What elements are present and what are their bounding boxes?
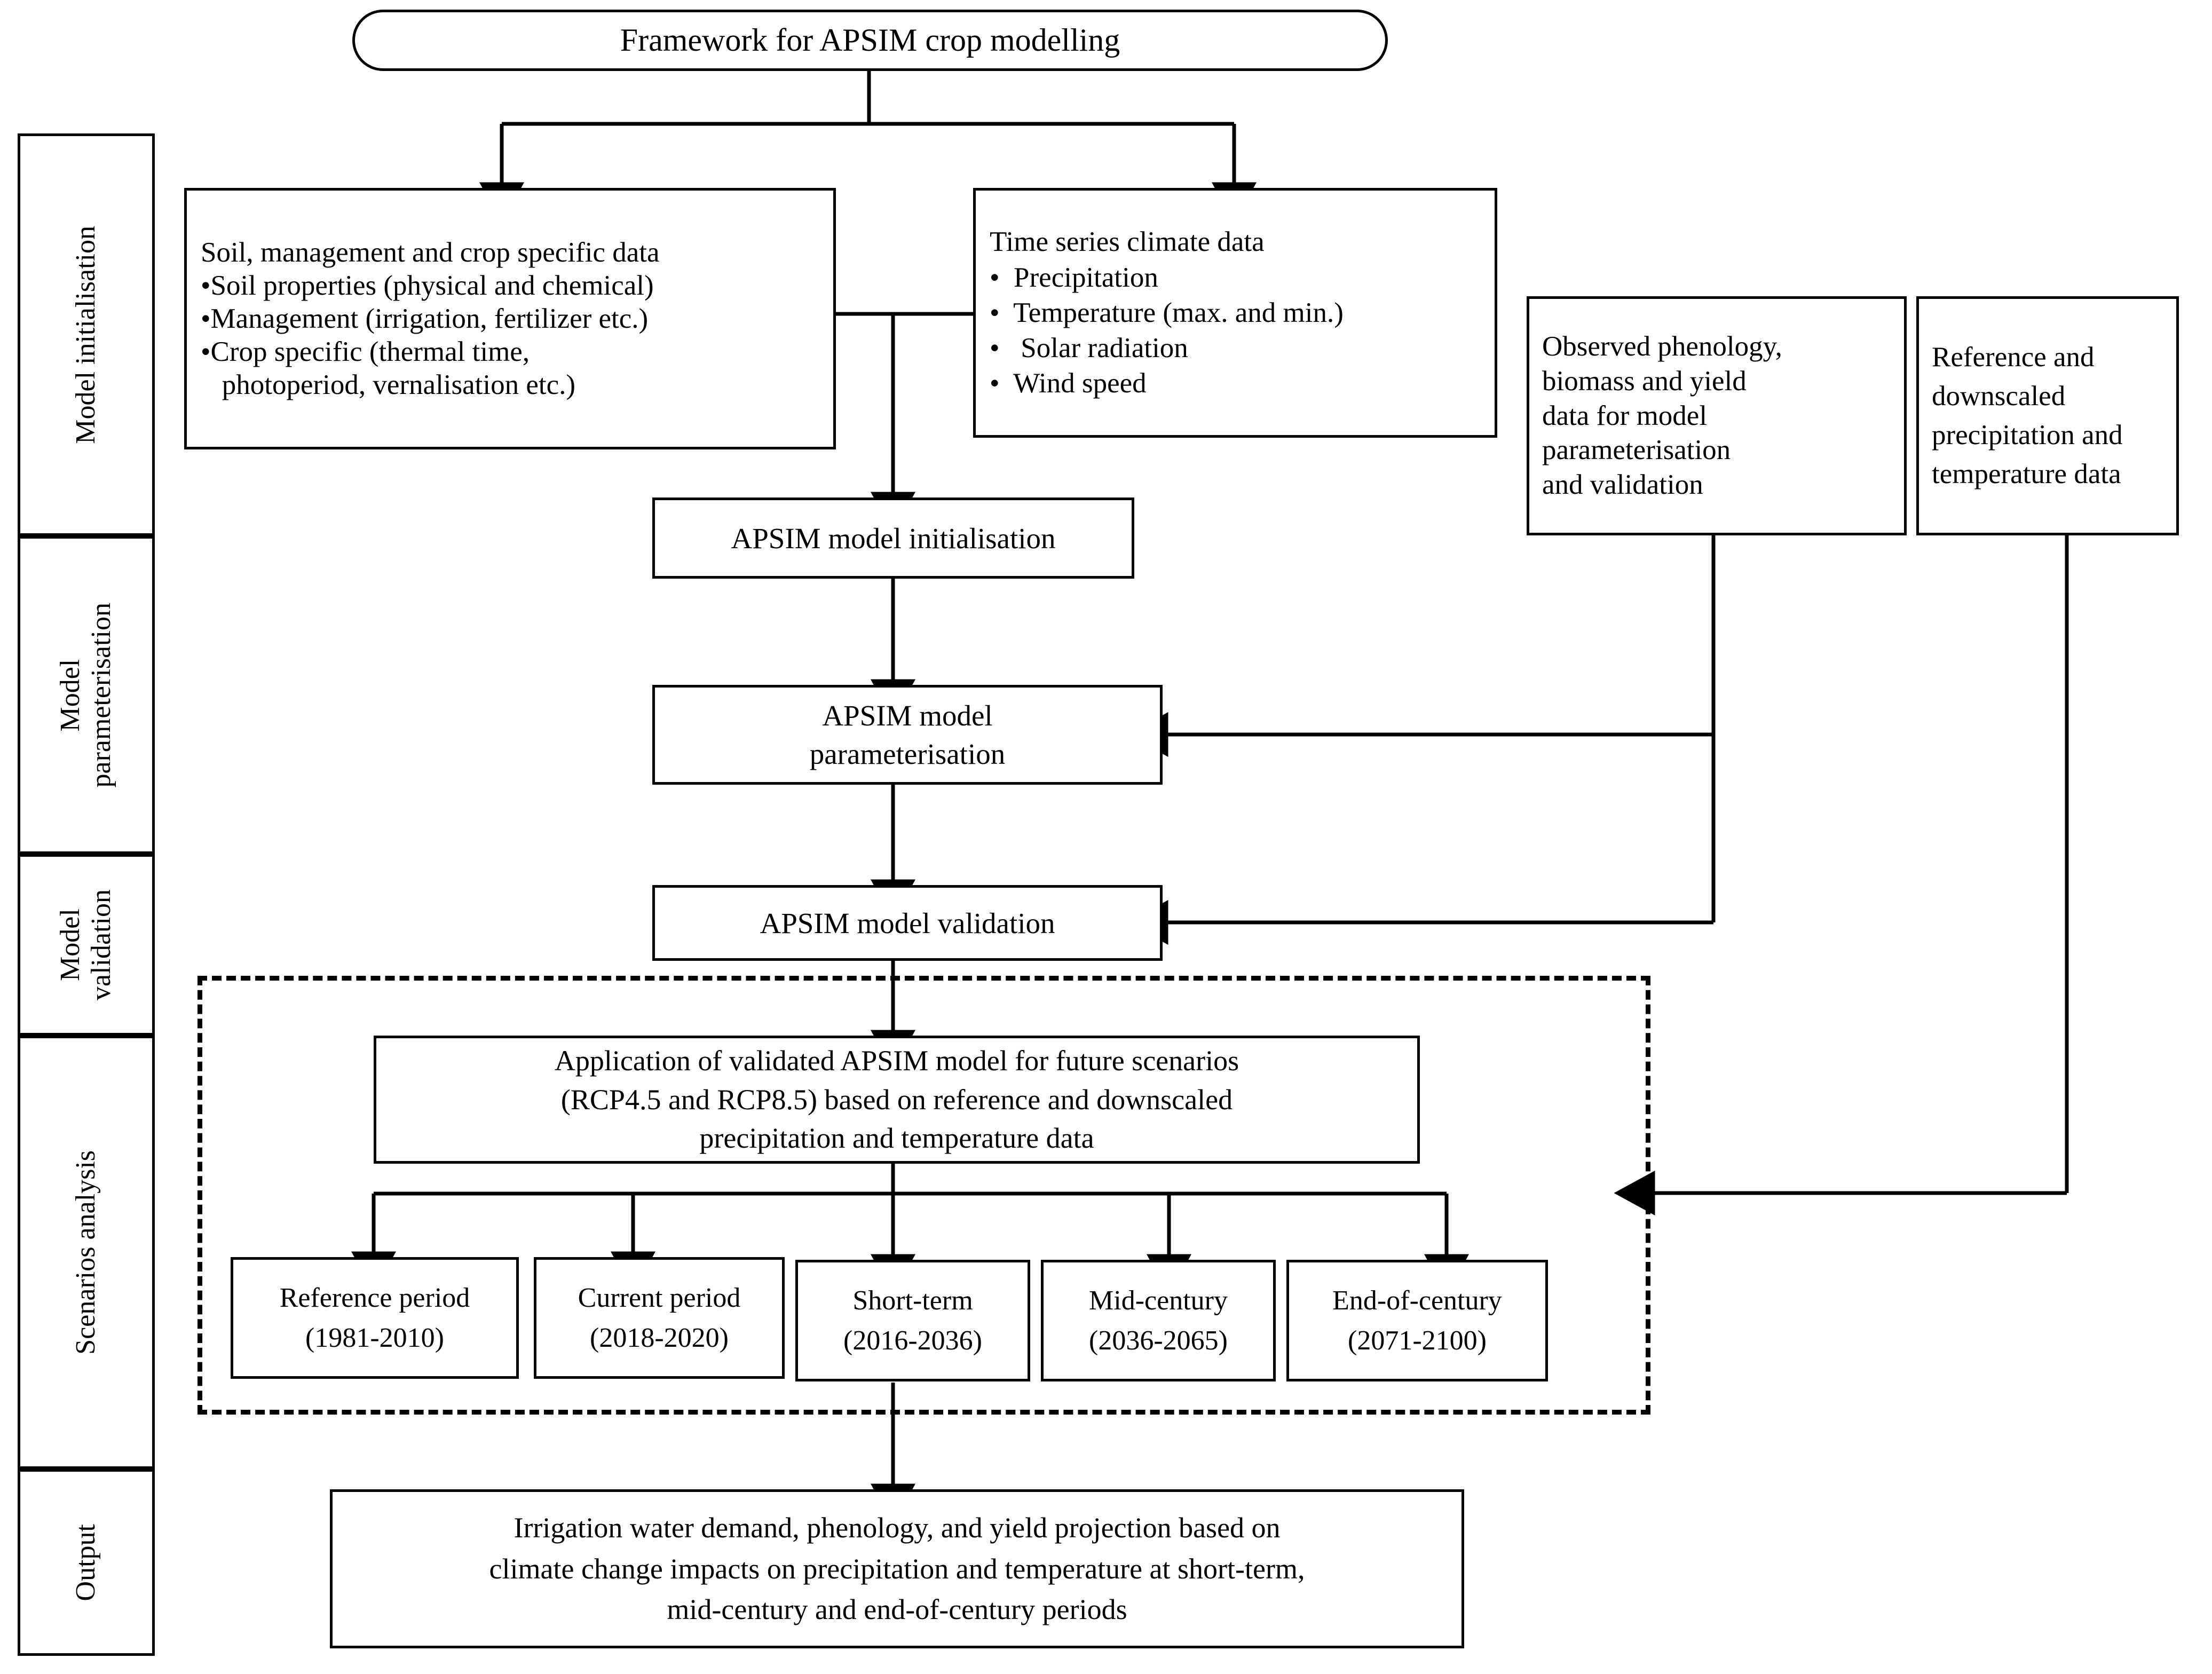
apsim-model-initialisation-box: APSIM model initialisation [652,498,1134,579]
observed-line-5: and validation [1542,469,1703,500]
parameterisation-line-2: parameterisation [809,737,1006,770]
stage-rail-model-parameterisation: Model parameterisation [18,536,155,854]
period-5-range: (2071-2100) [1348,1325,1487,1356]
output-line-1: Irrigation water demand, phenology, and … [514,1511,1281,1544]
stage-rail-model-initialisation: Model initialisation [18,133,155,536]
observed-line-4: parameterisation [1542,435,1731,466]
period-box-short-term: Short-term (2016-2036) [795,1260,1030,1381]
observed-phenology-data-box: Observed phenology, biomass and yield da… [1527,296,1907,535]
observed-line-2: biomass and yield [1542,366,1747,397]
soil-management-crop-data-box: Soil, management and crop specific data … [184,188,836,449]
period-1-name: Reference period [279,1282,470,1313]
period-2-range: (2018-2020) [590,1323,729,1353]
stage-label-scenarios-analysis: Scenarios analysis [70,1150,101,1355]
diagram-title-node: Framework for APSIM crop modelling [352,10,1388,71]
output-line-3: mid-century and end-of-century periods [667,1593,1127,1626]
soil-box-heading: Soil, management and crop specific data [201,237,660,268]
initialisation-line-1: APSIM model initialisation [731,522,1056,555]
reference-line-1: Reference and [1932,341,2095,373]
stage-label-model-validation: Model validation [55,889,117,1000]
period-5-name: End-of-century [1332,1285,1502,1316]
climate-box-heading: Time series climate data [990,226,1265,258]
period-2-name: Current period [578,1282,741,1313]
application-future-scenarios-box: Application of validated APSIM model for… [374,1036,1420,1164]
diagram-title-text: Framework for APSIM crop modelling [620,22,1120,58]
validation-line-1: APSIM model validation [760,906,1055,939]
soil-bullet-3: •Crop specific (thermal time, [201,336,530,367]
period-box-current-period: Current period (2018-2020) [534,1257,785,1379]
stage-label-output: Output [70,1523,101,1601]
application-line-2: (RCP4.5 and RCP8.5) based on reference a… [560,1083,1233,1116]
period-box-end-of-century: End-of-century (2071-2100) [1286,1260,1548,1381]
period-4-name: Mid-century [1089,1285,1228,1316]
stage-rail-scenarios-analysis: Scenarios analysis [18,1036,155,1469]
apsim-model-parameterisation-box: APSIM model parameterisation [652,685,1163,785]
climate-box-bullets: • Precipitation • Temperature (max. and … [990,260,1344,401]
soil-bullet-1: •Soil properties (physical and chemical) [201,270,654,301]
application-line-1: Application of validated APSIM model for… [554,1045,1239,1077]
parameterisation-line-1: APSIM model [822,699,993,732]
observed-line-1: Observed phenology, [1542,331,1782,362]
period-box-reference-period: Reference period (1981-2010) [231,1257,519,1379]
apsim-model-validation-box: APSIM model validation [652,885,1163,961]
climate-bullet-3: • Solar radiation [990,333,1188,364]
soil-bullet-2: •Management (irrigation, fertilizer etc.… [201,303,649,334]
climate-bullet-1: • Precipitation [990,262,1158,293]
time-series-climate-data-box: Time series climate data • Precipitation… [973,188,1497,438]
final-output-box: Irrigation water demand, phenology, and … [330,1489,1464,1648]
stage-label-model-initialisation: Model initialisation [70,225,101,444]
period-4-range: (2036-2065) [1089,1325,1228,1356]
reference-line-2: downscaled [1932,380,2066,412]
reference-downscaled-data-box: Reference and downscaled precipitation a… [1916,296,2179,535]
climate-bullet-4: • Wind speed [990,368,1147,399]
period-3-name: Short-term [852,1285,973,1316]
stage-rail-output: Output [18,1469,155,1656]
stage-label-model-parameterisation: Model parameterisation [55,602,117,788]
reference-line-4: temperature data [1932,459,2121,490]
output-line-2: climate change impacts on precipitation … [489,1552,1305,1585]
period-1-range: (1981-2010) [305,1323,444,1353]
soil-box-bullets: •Soil properties (physical and chemical)… [201,269,654,401]
application-line-3: precipitation and temperature data [699,1122,1094,1155]
climate-bullet-2: • Temperature (max. and min.) [990,297,1344,328]
observed-line-3: data for model [1542,400,1708,431]
soil-bullet-4: photoperiod, vernalisation etc.) [201,369,576,400]
period-3-range: (2016-2036) [843,1325,982,1356]
reference-line-3: precipitation and [1932,420,2123,451]
stage-rail-model-validation: Model validation [18,854,155,1036]
scenarios-analysis-frame [198,976,1650,1415]
period-box-mid-century: Mid-century (2036-2065) [1041,1260,1276,1381]
